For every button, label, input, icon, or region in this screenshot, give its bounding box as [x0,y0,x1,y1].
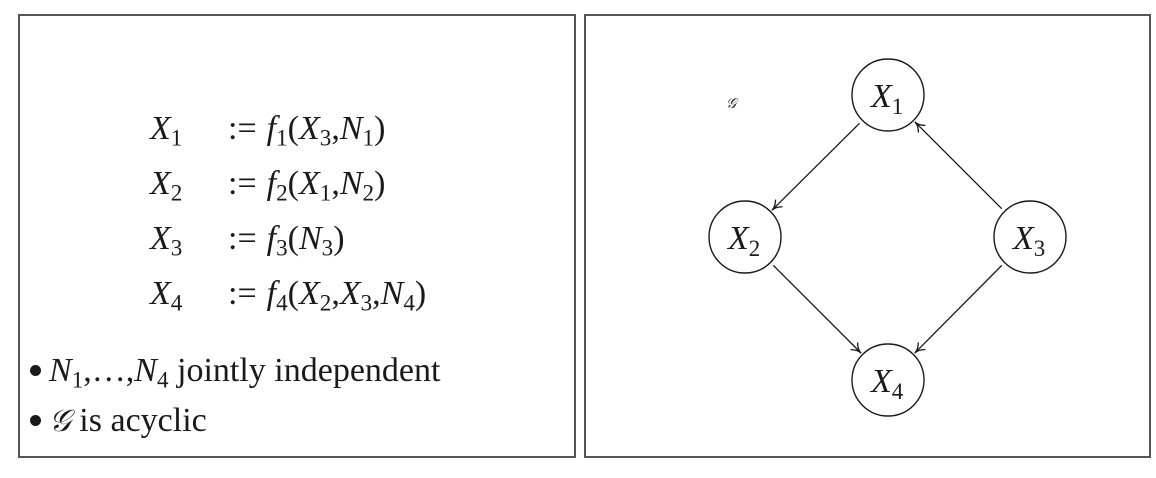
func-sub: 4 [276,290,288,317]
lhs-var: X [150,275,171,312]
assign-op: := [228,275,257,312]
noise-last-sub: 4 [156,367,169,394]
node-circle [993,200,1067,274]
edge-x2-to-x4 [772,264,862,354]
arg-var: X [339,275,361,312]
edge-x3-to-x4 [914,264,1003,354]
arg-var: N [339,110,363,147]
node-circle [851,343,925,417]
func: f [266,220,277,257]
bullet-text: jointly independent [168,352,441,389]
node-x2: X2 [708,200,782,274]
arg-sub: 3 [319,125,332,152]
assign-op: := [228,110,257,147]
arg-var: X [298,165,320,202]
node-label: X3 [1011,220,1045,261]
structural-equations-panel: X1:=f1(X3,N1) X2:=f2(X1,N2) X3:=f3(N3) X… [18,14,576,458]
noise-var: N [134,352,157,389]
func: f [266,110,277,147]
graph-label: 𝒢 [726,96,739,112]
bullet-acyclic: 𝒢 is acyclic [30,404,207,438]
equation-x2: X2:=f2(X1,N2) [150,165,386,207]
node-label: X1 [869,78,903,119]
lhs-var: X [150,110,171,147]
arg-sub: 3 [321,235,334,262]
arg-var: X [298,275,320,312]
noise-var: N [49,352,72,389]
bullet-noise-independence: N1,…,N4 jointly independent [30,354,440,393]
equation-x3: X3:=f3(N3) [150,220,345,262]
arg-var: X [298,110,320,147]
lhs-sub: 1 [170,125,183,152]
equation-x4: X4:=f4(X2,X3,N4) [150,275,427,317]
noise-first-sub: 1 [71,367,84,394]
edge-x3-to-x1 [914,121,1003,210]
node-label: X4 [869,363,904,404]
arg-sub: 4 [403,290,415,317]
node-circle [851,58,925,132]
node-circle [708,200,782,274]
bullet-dot-icon [30,414,41,426]
func: f [266,275,277,312]
arg-var: N [339,165,363,202]
func-sub: 2 [276,180,288,207]
func-sub: 3 [276,235,288,262]
node-x4: X4 [851,343,925,417]
func: f [266,165,277,202]
edge-x1-to-x2 [771,122,861,211]
lhs-var: X [150,220,171,257]
node-label: X2 [726,220,760,261]
assign-op: := [228,165,257,202]
graph-symbol: 𝒢 [49,404,71,439]
arg-var: N [298,220,322,257]
arg-sub: 1 [319,180,332,207]
func-sub: 1 [276,125,288,152]
lhs-var: X [150,165,171,202]
bullet-dot-icon [30,364,41,376]
arg-sub: 3 [360,290,373,317]
lhs-sub: 3 [170,235,183,262]
arg-sub: 1 [362,125,375,152]
arg-sub: 2 [362,180,375,207]
node-x3: X3 [993,200,1067,274]
bullet-text: is acyclic [70,402,207,439]
lhs-sub: 4 [170,290,183,317]
equation-x1: X1:=f1(X3,N1) [150,110,386,152]
assign-op: := [228,220,257,257]
arg-sub: 2 [319,290,332,317]
lhs-sub: 2 [170,180,183,207]
ellipsis: ,…, [83,352,135,389]
node-x1: X1 [851,58,925,132]
arg-var: N [380,275,404,312]
